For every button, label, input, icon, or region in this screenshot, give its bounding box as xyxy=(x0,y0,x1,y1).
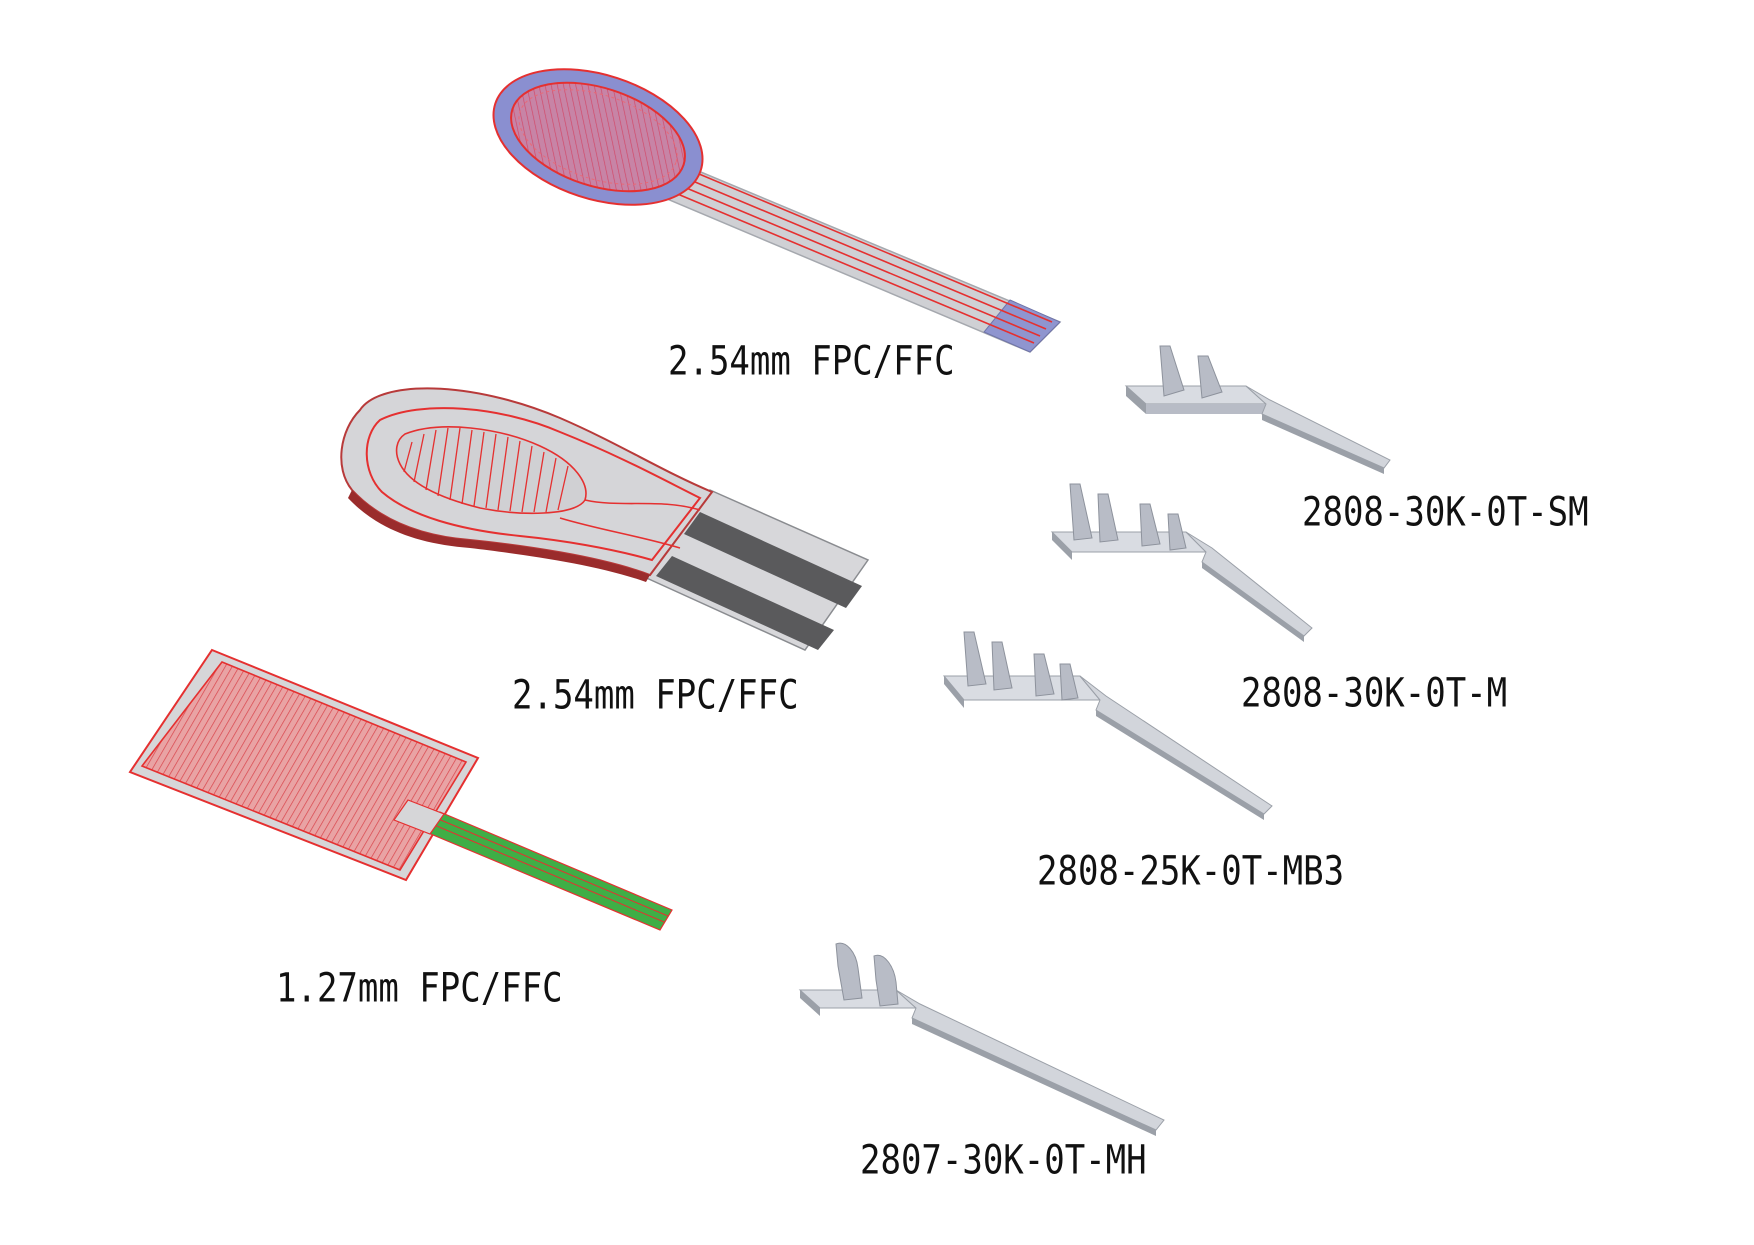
terminal-t3 xyxy=(942,631,1273,820)
terminal-t2-label: 2808-30K-0T-M xyxy=(1241,670,1508,718)
terminal-t1 xyxy=(1124,345,1391,474)
terminal-t4 xyxy=(798,942,1165,1136)
terminal-t3-label: 2808-25K-0T-MB3 xyxy=(1037,848,1345,896)
sensor-oval xyxy=(340,387,870,651)
sensor-rect xyxy=(128,648,673,931)
terminal-t1-label: 2808-30K-0T-SM xyxy=(1302,489,1589,537)
sensor-oval-label: 2.54mm FPC/FFC xyxy=(512,672,799,720)
terminal-t4-label: 2807-30K-0T-MH xyxy=(860,1137,1147,1185)
sensor-round-label: 2.54mm FPC/FFC xyxy=(668,338,955,386)
sensor-rect-label: 1.27mm FPC/FFC xyxy=(276,965,563,1013)
terminal-t2 xyxy=(1050,483,1313,642)
sensor-round xyxy=(492,68,1062,353)
